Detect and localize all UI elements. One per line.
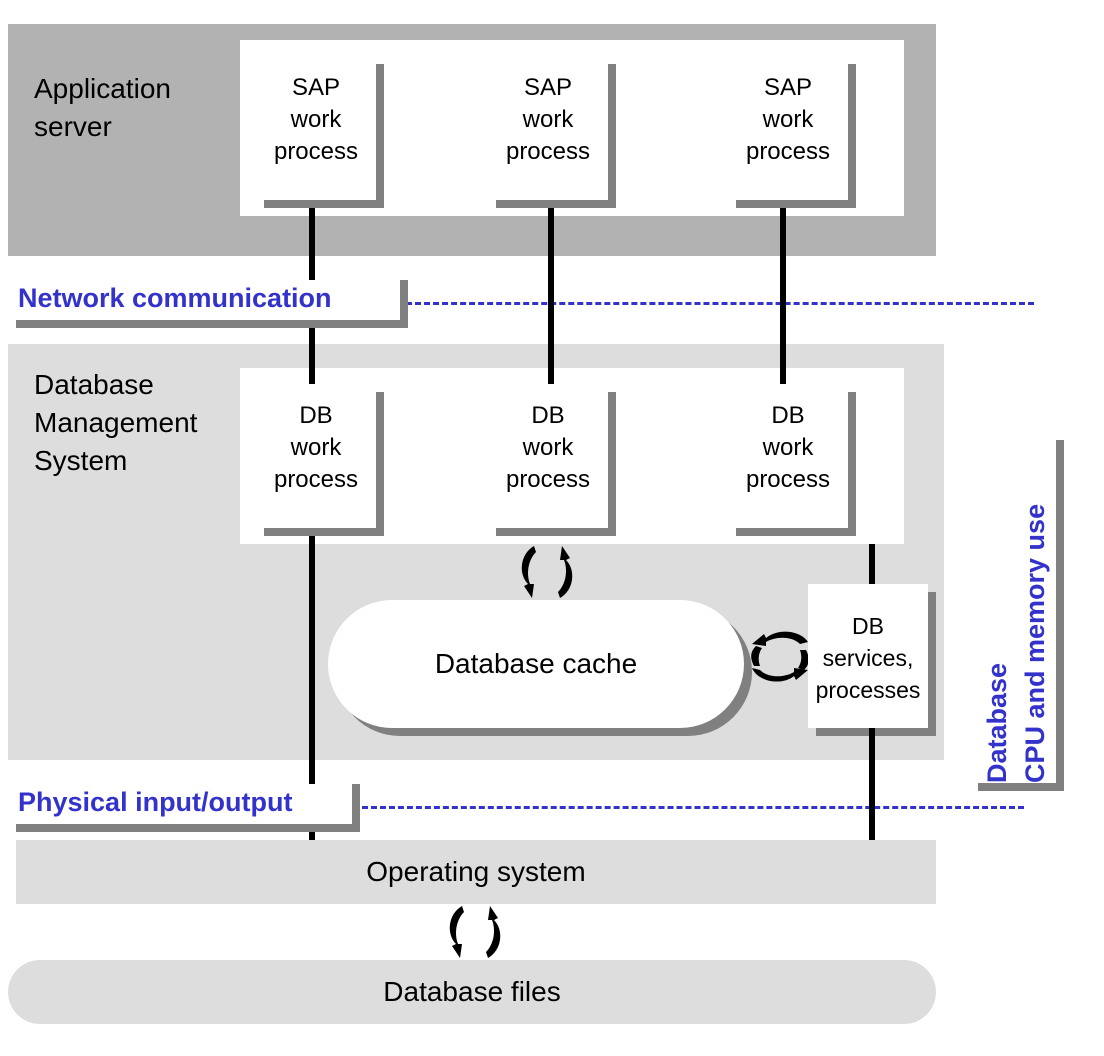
process-text: SAP work process <box>728 72 848 168</box>
application-server-process-area <box>240 40 904 216</box>
connector-line-1-io-lower <box>309 832 315 840</box>
services-line: DB <box>852 613 884 639</box>
database-cache-label: Database cache <box>434 648 638 679</box>
network-communication-label: Network communication <box>16 280 408 328</box>
sync-arrows-icon <box>449 906 501 958</box>
process-line: work <box>522 106 574 133</box>
process-line: work <box>762 434 814 461</box>
sync-arrows-icon <box>751 631 809 682</box>
process-line: DB <box>531 402 565 429</box>
label-line: Database <box>34 369 154 400</box>
process-line: work <box>290 434 342 461</box>
shadow <box>376 392 384 536</box>
process-text: DB work process <box>256 400 376 496</box>
physical-io-label: Physical input/output <box>16 784 360 832</box>
connector-line-services-cross <box>869 728 875 840</box>
process-line: work <box>522 434 574 461</box>
sap-work-process-2: SAP work process <box>488 56 616 208</box>
database-files: Database files <box>8 960 936 1024</box>
shadow <box>608 392 616 536</box>
shadow <box>496 200 616 208</box>
db-services-processes: DB services, processes <box>808 584 928 728</box>
shadow <box>848 392 856 536</box>
db-work-process-1: DB work process <box>256 384 384 536</box>
process-line: process <box>505 466 591 493</box>
process-line: SAP <box>763 74 813 101</box>
side-label-line: CPU and memory use <box>1020 503 1050 783</box>
label-line: System <box>34 445 128 476</box>
application-server-label: Application server <box>34 70 171 146</box>
shadow <box>264 200 384 208</box>
database-cache: Database cache <box>328 600 744 728</box>
process-line: process <box>745 466 831 493</box>
label-line: Application <box>34 73 171 104</box>
shadow <box>608 64 616 208</box>
shadow <box>400 280 408 328</box>
sap-work-process-3: SAP work process <box>728 56 856 208</box>
db-work-process-3: DB work process <box>728 384 856 536</box>
sync-arrows-icon <box>521 546 573 598</box>
connector-line-2-cross <box>548 256 554 356</box>
db-work-process-2: DB work process <box>488 384 616 536</box>
process-line: process <box>745 138 831 165</box>
label-line: server <box>34 111 112 142</box>
process-line: SAP <box>523 74 573 101</box>
physical-io-dashed-line <box>362 806 1024 809</box>
network-dashed-line <box>406 302 1034 305</box>
connector-line-1-cross <box>309 328 315 384</box>
label-line: Management <box>34 407 198 438</box>
services-line: services, <box>822 645 914 671</box>
cpu-memory-label: Database CPU and memory use <box>978 440 1064 791</box>
process-line: process <box>505 138 591 165</box>
cpu-memory-label-text: Database CPU and memory use <box>978 440 1056 783</box>
connector-line-1-io-upper <box>309 760 315 784</box>
shadow <box>848 64 856 208</box>
process-text: DB work process <box>488 400 608 496</box>
process-line: work <box>762 106 814 133</box>
shadow <box>352 784 360 832</box>
operating-system-label: Operating system <box>366 856 586 887</box>
sap-work-process-1: SAP work process <box>256 56 384 208</box>
shadow <box>376 64 384 208</box>
process-line: DB <box>771 402 805 429</box>
shadow <box>496 528 616 536</box>
process-text: SAP work process <box>488 72 608 168</box>
database-files-label: Database files <box>383 976 561 1007</box>
network-label-text: Network communication <box>18 283 332 313</box>
process-line: process <box>273 138 359 165</box>
operating-system-layer: Operating system <box>16 840 936 904</box>
shadow <box>978 783 1064 791</box>
shadow <box>16 320 408 328</box>
dbms-label: Database Management System <box>34 366 197 480</box>
connector-line-3-cross <box>780 256 786 356</box>
shadow <box>736 528 856 536</box>
services-text: DB services, processes <box>808 584 928 706</box>
process-line: DB <box>299 402 333 429</box>
process-line: SAP <box>291 74 341 101</box>
connector-line-1-lower <box>309 536 315 840</box>
process-line: work <box>290 106 342 133</box>
shadow <box>16 824 360 832</box>
shadow <box>264 528 384 536</box>
shadow <box>736 200 856 208</box>
process-line: process <box>273 466 359 493</box>
physical-io-label-text: Physical input/output <box>18 787 293 817</box>
services-line: processes <box>815 677 921 703</box>
shadow <box>1056 440 1064 790</box>
dbms-process-area <box>240 368 904 544</box>
side-label-line: Database <box>982 662 1012 783</box>
process-text: SAP work process <box>256 72 376 168</box>
process-text: DB work process <box>728 400 848 496</box>
